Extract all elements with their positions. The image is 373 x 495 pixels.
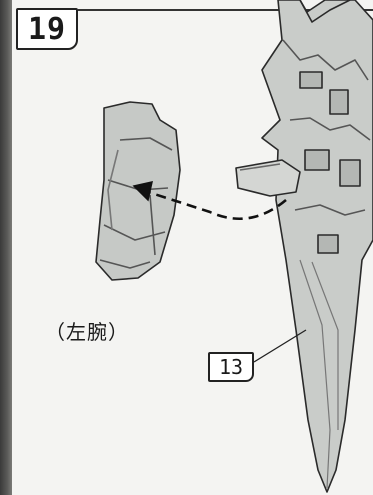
part-number-badge: 13 (208, 352, 254, 382)
left-arm-label: （左腕） (45, 316, 129, 345)
shield-part-illustration (236, 0, 373, 492)
